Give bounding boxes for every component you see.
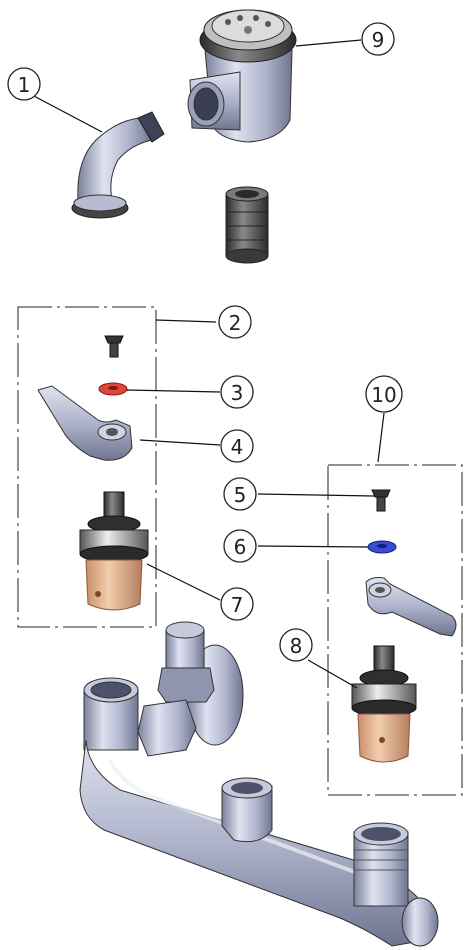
callout-3: 3: [220, 375, 254, 409]
callout-4-label: 4: [231, 435, 244, 459]
threaded-nipple-part: [225, 186, 269, 264]
leader-8: [307, 659, 358, 689]
elbow-fitting-part: [71, 111, 165, 219]
callout-3-label: 3: [231, 381, 244, 405]
callout-7: 7: [220, 587, 254, 621]
leader-10: [377, 412, 385, 463]
leader-3: [126, 389, 221, 393]
red-washer-part: [98, 382, 128, 396]
callout-2: 2: [218, 305, 252, 339]
callout-2-label: 2: [229, 311, 242, 335]
callout-10-label: 10: [371, 383, 396, 407]
callout-6: 6: [223, 529, 257, 563]
left-assembly-box: [17, 306, 157, 628]
right-screw-part: [371, 489, 391, 512]
leader-9: [295, 39, 362, 47]
callout-10: 10: [365, 375, 403, 413]
callout-1-label: 1: [18, 73, 31, 97]
right-lever-handle-part: [365, 577, 457, 637]
callout-9: 9: [361, 22, 395, 56]
leader-6: [257, 545, 369, 548]
leader-4: [139, 439, 221, 446]
leader-lines: [31, 39, 385, 689]
leader-7: [146, 563, 221, 601]
callout-4: 4: [220, 429, 254, 463]
left-screw-part: [104, 335, 124, 358]
callout-8: 8: [279, 628, 313, 662]
leader-2: [155, 319, 217, 323]
right-cartridge-part: [351, 645, 417, 763]
faucet-body-part: [79, 621, 439, 947]
left-cartridge-part: [79, 491, 149, 611]
callout-5: 5: [223, 477, 257, 511]
callout-7-label: 7: [231, 593, 244, 617]
leader-5: [257, 493, 375, 497]
callout-8-label: 8: [290, 634, 303, 658]
callout-5-label: 5: [234, 483, 247, 507]
vacuum-breaker-part: [187, 9, 297, 143]
leader-1: [31, 94, 103, 133]
left-lever-handle-part: [37, 385, 133, 461]
right-assembly-box: [327, 464, 463, 796]
blue-washer-part: [367, 540, 397, 554]
callout-9-label: 9: [372, 28, 385, 52]
callout-1: 1: [7, 67, 41, 101]
callout-6-label: 6: [234, 535, 247, 559]
